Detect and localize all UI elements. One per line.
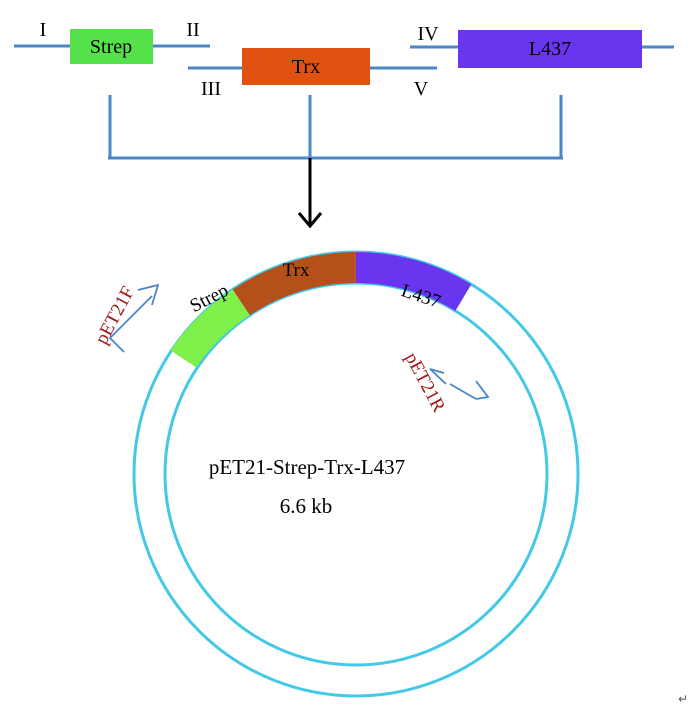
plasmid-size: 6.6 kb	[280, 494, 333, 518]
down-arrow-icon	[297, 158, 323, 229]
plasmid-segment-strep	[170, 289, 250, 368]
plasmid-map: Strep Trx L437 pET21F pET21R pET21-Strep…	[91, 250, 580, 698]
plasmid-name: pET21-Strep-Trx-L437	[209, 455, 405, 479]
fragment-l437-box	[458, 30, 642, 68]
return-mark-icon: ↵	[678, 692, 688, 706]
primer-site-i: I	[40, 19, 47, 41]
primer-reverse-arrow-icon	[429, 368, 490, 400]
plasmid-segment-trx	[232, 252, 356, 316]
plasmid-outer-ring	[132, 250, 580, 698]
primer-site-v: V	[414, 78, 429, 100]
primer-site-ii: II	[186, 19, 199, 41]
fragment-l437-group: L437 IV	[410, 23, 674, 68]
fragment-trx-box	[242, 48, 370, 85]
fragment-strep-label: Strep	[90, 36, 132, 58]
plasmid-segment-l437	[355, 252, 472, 311]
fragment-strep-group: Strep I II	[14, 19, 210, 64]
primer-reverse-label: pET21R	[400, 349, 449, 416]
primer-site-iii: III	[201, 78, 221, 100]
assembly-bracket	[108, 95, 563, 160]
fragment-trx-label: Trx	[292, 56, 320, 78]
fragment-trx-group: Trx III V	[188, 48, 437, 100]
fragment-strep-box	[70, 29, 153, 64]
fragment-l437-label: L437	[529, 38, 571, 60]
plasmid-label-trx: Trx	[283, 260, 310, 281]
primer-forward-arrow-icon	[108, 283, 160, 353]
primer-site-iv: IV	[417, 23, 439, 45]
